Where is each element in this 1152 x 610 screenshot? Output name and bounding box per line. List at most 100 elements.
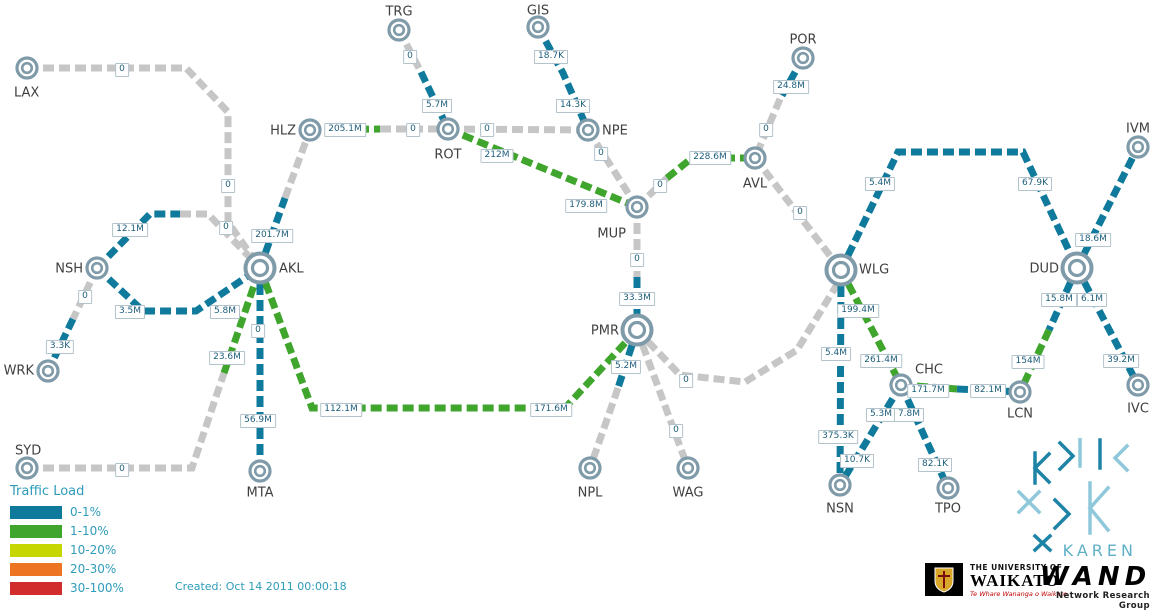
node-POR[interactable] [791,46,815,70]
node-HLZ-ring [303,123,317,137]
node-AVL[interactable] [743,146,767,170]
node-PMR-ring [627,320,647,340]
node-WRK[interactable] [36,359,60,383]
node-WLG[interactable] [824,253,858,287]
node-MUP-ring [630,200,644,214]
node-SYD-ring [20,461,34,475]
node-CHC-ring [894,378,908,392]
node-LCN[interactable] [1008,380,1032,404]
links-layer [27,25,1142,490]
link-AKL-HLZ-seg2[interactable] [281,128,314,200]
node-DUD-ring [1067,258,1087,278]
node-TPO[interactable] [936,476,960,500]
link-SYD-AKL-seg1[interactable] [27,371,228,472]
node-NSN[interactable] [828,473,852,497]
node-GIS[interactable] [526,15,550,39]
node-SYD[interactable] [15,456,39,480]
waikato-logo: THE UNIVERSITY OF WAIKATO Te Whare Wanan… [925,563,1067,598]
node-NPL[interactable] [578,456,602,480]
node-LAX[interactable] [15,56,39,80]
link-NSH-AKL-S[interactable] [94,265,262,315]
link-DUD-IVC[interactable] [1073,266,1142,387]
link-LAX-AKL[interactable] [27,64,263,270]
legend-swatch [10,543,62,557]
legend-label: 10-20% [70,543,117,557]
node-POR-ring [796,51,810,65]
legend-item-0-1%: 0-1% [10,505,124,519]
legend-item-10-20%: 10-20% [10,543,124,557]
node-NSN-ring [833,478,847,492]
link-WLG-NSN[interactable] [836,269,845,486]
node-TPO-ring [941,481,955,495]
legend-label: 0-1% [70,505,102,519]
node-IVC[interactable] [1126,373,1150,397]
karen-wordmark: KAREN [1062,541,1137,560]
legend-swatch [10,524,62,538]
wand-wordmark: WAND [1040,562,1152,592]
legend-item-30-100%: 30-100% [10,581,124,595]
node-IVC-ring [1131,378,1145,392]
node-ROT-ring [441,122,455,136]
link-CHC-NSN[interactable] [837,383,904,487]
traffic-load-legend: Traffic Load 0-1% 1-10% 10-20% 20-30% 30-100… [10,484,124,600]
link-MUP-AVL-seg2[interactable] [664,154,755,181]
link-DUD-IVM[interactable] [1073,145,1142,270]
node-AKL-ring [250,258,270,278]
legend-item-1-10%: 1-10% [10,524,124,538]
link-PMR-NPL-seg2[interactable] [586,386,622,470]
node-LCN-ring [1013,385,1027,399]
waikato-line2: WAIKATO [970,571,1060,590]
waikato-crest-icon [925,563,963,596]
node-ROT[interactable] [436,117,460,141]
wand-subtitle: Network Research Group [1056,591,1150,610]
node-AKL[interactable] [243,251,277,285]
legend-label: 20-30% [70,562,117,576]
node-GIS-ring [531,20,545,34]
waikato-line1: THE UNIVERSITY OF [970,563,1063,572]
node-MUP[interactable] [625,195,649,219]
node-TRG-ring [392,23,406,37]
legend-item-20-30%: 20-30% [10,562,124,576]
node-DUD[interactable] [1060,251,1094,285]
node-NPL-ring [583,461,597,475]
link-CHC-TPO[interactable] [897,383,952,490]
link-ROT-NPE[interactable] [447,125,589,134]
node-PMR[interactable] [620,313,654,347]
link-NSH-AKL-N-seg1[interactable] [94,210,180,271]
legend-items: 0-1% 1-10% 10-20% 20-30% 30-100% [10,505,124,595]
link-GIS-NPE[interactable] [534,25,592,132]
legend-label: 30-100% [70,581,124,595]
legend-swatch [10,562,62,576]
link-ROT-MUP[interactable] [446,125,639,211]
node-MTA[interactable] [248,459,272,483]
node-IVM-ring [1131,140,1145,154]
node-NPE-ring [581,123,595,137]
node-HLZ[interactable] [298,118,322,142]
created-timestamp: Created: Oct 14 2011 00:00:18 [175,580,347,593]
link-AVL-WLG[interactable] [752,155,844,273]
node-TRG[interactable] [387,18,411,42]
node-IVM[interactable] [1126,135,1150,159]
node-NSH[interactable] [85,256,109,280]
wand-logo: WAND Network Research Group [1040,564,1150,610]
karen-logo [1016,438,1130,553]
node-CHC[interactable] [889,373,913,397]
node-NPE[interactable] [576,118,600,142]
link-PMR-WLG[interactable] [634,276,844,386]
node-WRK-ring [41,364,55,378]
node-NSH-ring [90,261,104,275]
link-AKL-PMR[interactable] [256,266,640,412]
link-PMR-WAG[interactable] [633,328,692,470]
legend-title: Traffic Load [10,484,85,499]
node-WLG-ring [831,260,851,280]
link-NSH-AKL-N-seg2[interactable] [180,210,263,271]
node-WAG[interactable] [676,456,700,480]
legend-label: 1-10% [70,524,109,538]
link-WLG-DUD[interactable] [837,148,1081,272]
link-WLG-CHC[interactable] [837,268,905,387]
waikato-text: THE UNIVERSITY OF WAIKATO Te Whare Wanan… [970,563,1067,598]
node-AVL-ring [748,151,762,165]
node-LAX-ring [20,61,34,75]
